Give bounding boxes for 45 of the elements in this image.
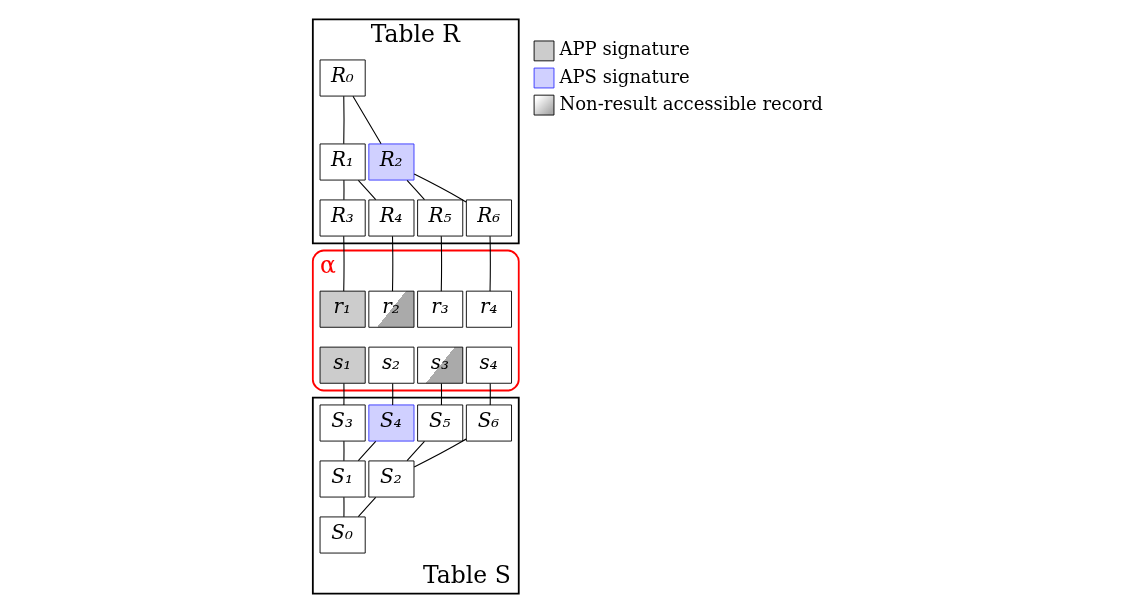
connector xyxy=(440,382,442,406)
connector xyxy=(357,496,376,518)
node-box: R₆ xyxy=(465,199,512,237)
connector xyxy=(342,382,345,406)
connector xyxy=(357,440,376,462)
node-box: R₁ xyxy=(319,143,366,181)
node-box: S₃ xyxy=(319,404,366,442)
connector xyxy=(413,438,467,468)
node-box: S₀ xyxy=(319,516,366,554)
connector xyxy=(391,382,393,406)
connector xyxy=(413,173,467,203)
node-box: r₁ xyxy=(319,290,366,328)
node-box: R₅ xyxy=(416,199,463,237)
node-box: S₆ xyxy=(465,404,512,442)
node-box: R₂ xyxy=(367,143,414,181)
node-box: s₁ xyxy=(319,346,366,384)
node-box: s₂ xyxy=(367,346,414,384)
legend-label: APS signature xyxy=(558,65,690,87)
node-box: r₄ xyxy=(465,290,512,328)
node-box: r₃ xyxy=(416,290,463,328)
node-box: R₃ xyxy=(319,199,366,237)
node-box: R₀ xyxy=(319,59,366,97)
connector xyxy=(342,179,345,201)
connector xyxy=(489,235,491,292)
connector xyxy=(391,235,393,292)
node-box: S₁ xyxy=(319,460,366,498)
node-box: S₄ xyxy=(367,404,414,442)
legend-label: APP signature xyxy=(558,38,690,60)
connector xyxy=(342,235,345,292)
node-box: S₂ xyxy=(367,460,414,498)
node-box: s₃ xyxy=(416,346,463,384)
connector xyxy=(489,382,491,406)
node-box: r₂ xyxy=(367,290,414,328)
connector xyxy=(440,235,442,292)
connector xyxy=(406,440,425,462)
connector xyxy=(357,179,376,201)
connector xyxy=(342,95,345,145)
legend-label: Non-result accessible record xyxy=(558,92,823,114)
node-box: S₅ xyxy=(416,404,463,442)
node-box: R₄ xyxy=(367,199,414,237)
connector xyxy=(342,440,345,462)
connector xyxy=(351,95,382,145)
connector xyxy=(406,179,425,201)
node-box: s₄ xyxy=(465,346,512,384)
connector xyxy=(342,496,345,518)
